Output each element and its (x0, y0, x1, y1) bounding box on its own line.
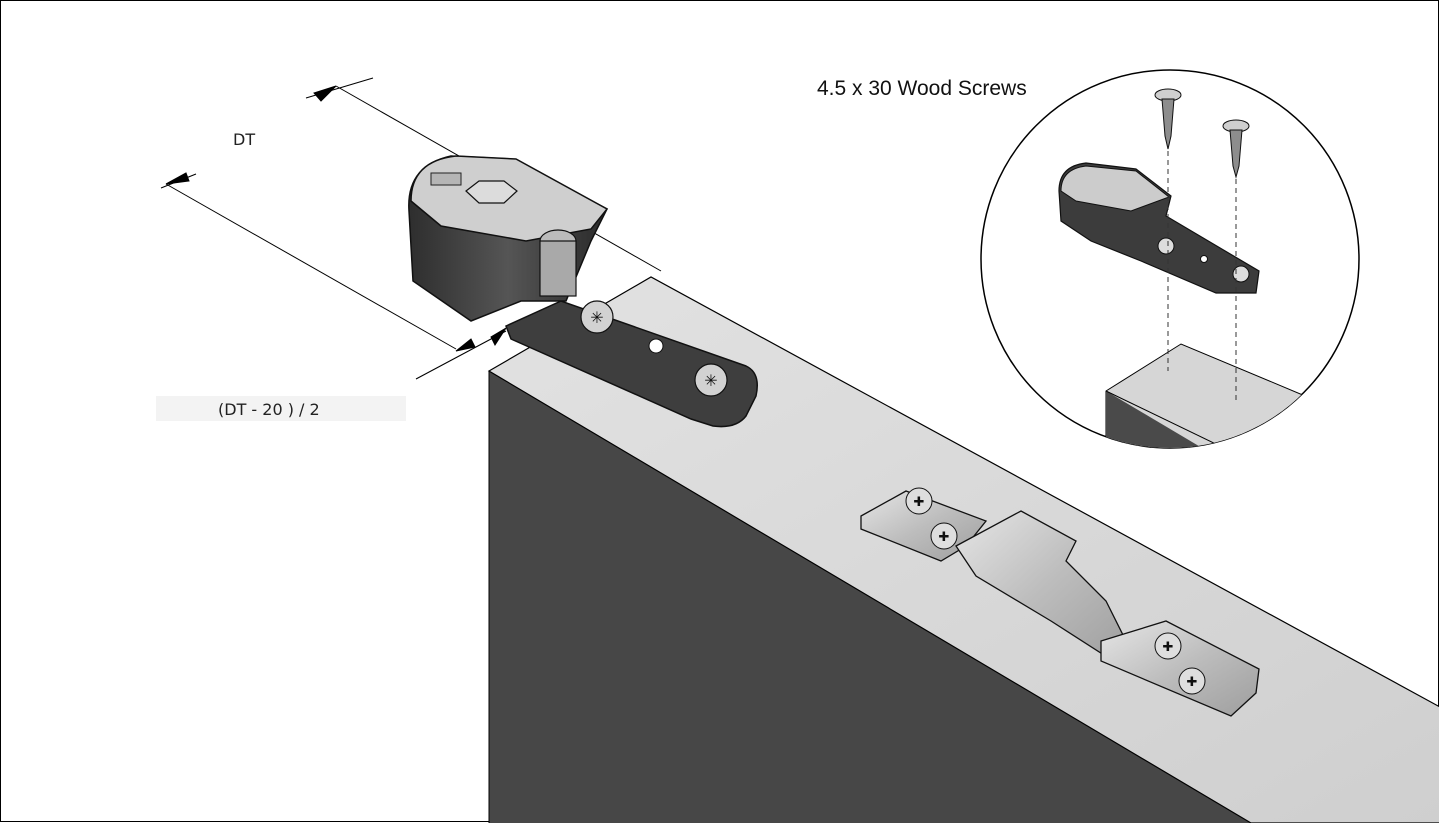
bracket-screw-icon-2 (930, 522, 958, 550)
offset-arrowhead-2 (490, 327, 507, 347)
svg-text:✚: ✚ (939, 530, 950, 545)
screw-head-icon (580, 300, 614, 334)
svg-text:✚: ✚ (914, 495, 925, 510)
top-bracket: ✚ ✚ ✚ ✚ (860, 487, 1260, 717)
dt-label: DT (233, 130, 255, 149)
svg-text:✚: ✚ (1163, 640, 1174, 655)
inset-door-face (1106, 391, 1241, 448)
dt-extension-lower (165, 183, 457, 350)
wood-screw-icon-2 (1222, 119, 1250, 179)
svg-text:✚: ✚ (1187, 675, 1198, 690)
detail-inset (980, 69, 1360, 449)
screw-cross-icon-2: ✳ (704, 371, 717, 390)
wood-screw-icon (1154, 88, 1182, 150)
fitting-hole (648, 338, 664, 354)
screw-head-icon-2 (694, 363, 728, 397)
bracket-right-tab (1100, 620, 1260, 717)
fitting-slot (430, 172, 462, 186)
dt-arrowhead-lower (165, 172, 190, 185)
bracket-screw-icon-3 (1154, 632, 1182, 660)
offset-arrowhead (455, 338, 476, 352)
offset-label: (DT - 20 ) / 2 (218, 400, 320, 419)
fitting-mounting-plate (505, 300, 758, 428)
dimension-lines (160, 77, 662, 380)
screws-callout: 4.5 x 30 Wood Screws (817, 77, 1027, 100)
offset-label-box (156, 396, 406, 421)
screw-cross-icon: ✳ (590, 308, 603, 327)
bracket-screw-icon-4 (1178, 667, 1206, 695)
pivot-fitting: ✳ ✳ (408, 155, 758, 428)
hex-bolt-icon (465, 180, 518, 204)
bracket-screw-icon-1 (905, 487, 933, 515)
dt-arrowhead-upper (313, 85, 337, 102)
offset-extension (415, 330, 507, 380)
bracket-raised-bridge (955, 510, 1127, 668)
